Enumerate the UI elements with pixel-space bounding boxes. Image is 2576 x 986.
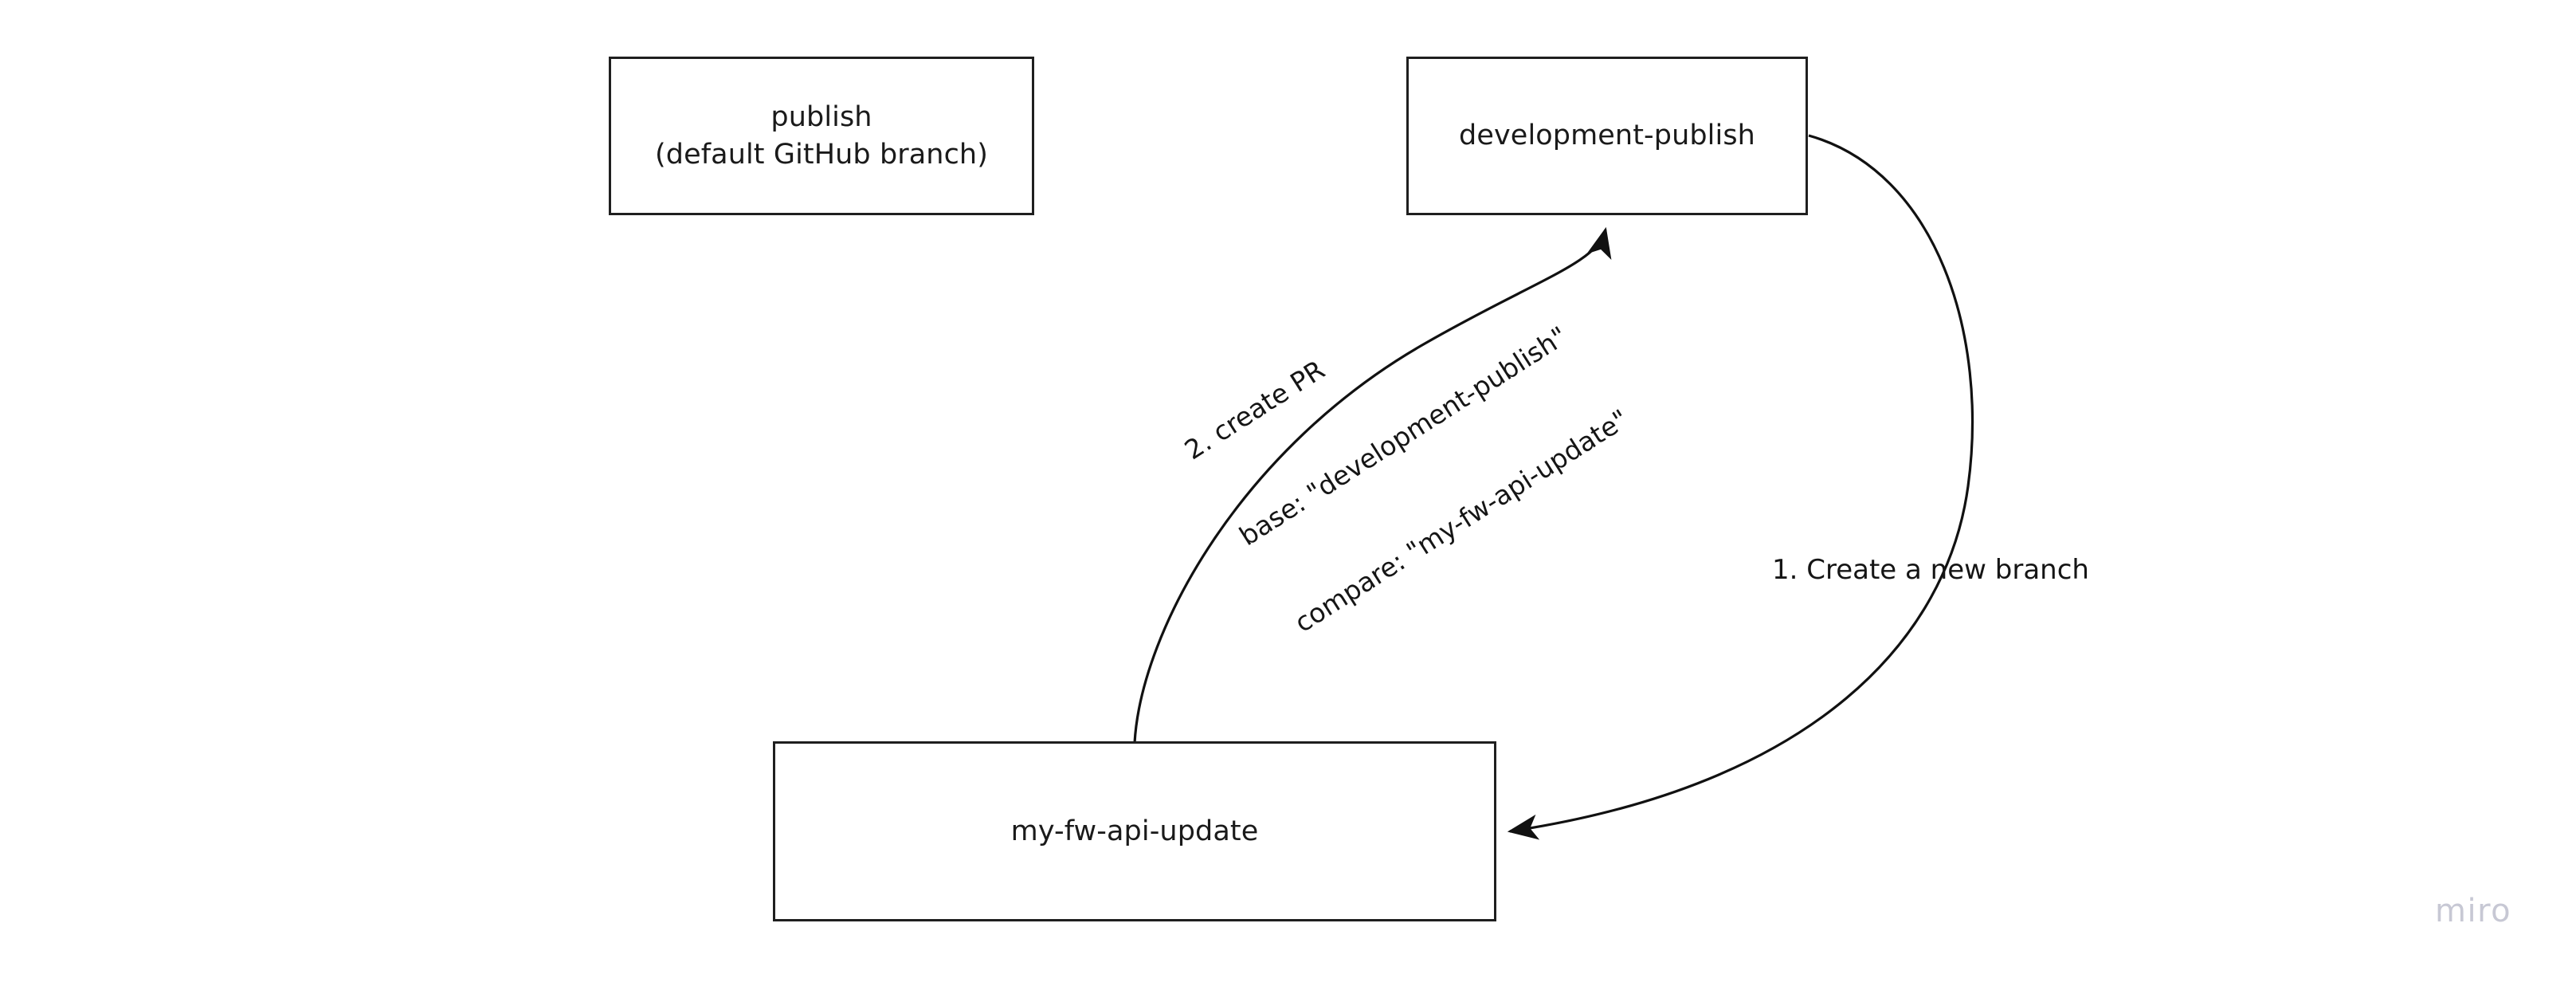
node-my-fw-api-update-label: my-fw-api-update	[1010, 815, 1259, 847]
edge-label-create-branch[interactable]: 1. Create a new branch	[1772, 554, 2089, 586]
edge-label-create-pr-line-1: 2. create PR	[1178, 353, 1331, 466]
node-publish-label: publish (default GitHub branch)	[655, 100, 988, 171]
edge-label-create-pr-line-3: compare: "my-fw-api-update"	[1288, 403, 1634, 639]
node-development-publish-label: development-publish	[1459, 120, 1755, 152]
node-my-fw-api-update[interactable]: my-fw-api-update	[773, 741, 1496, 921]
miro-watermark: miro	[2435, 893, 2512, 929]
node-publish[interactable]: publish (default GitHub branch)	[609, 57, 1034, 215]
edge-label-create-pr-line-2: base: "development-publish"	[1233, 320, 1574, 552]
edge-label-create-pr[interactable]: 2. create PR base: "development-publish"…	[1142, 172, 1672, 698]
node-development-publish[interactable]: development-publish	[1406, 57, 1808, 215]
